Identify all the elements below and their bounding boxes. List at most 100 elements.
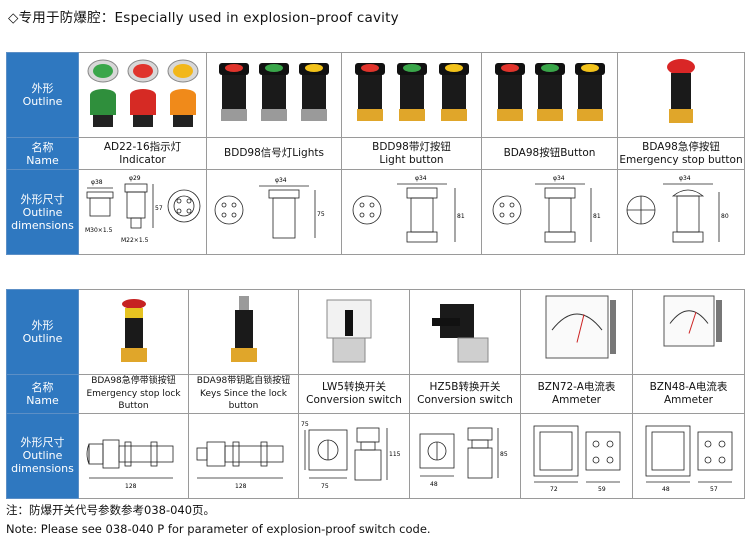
dim-label: φ38	[91, 179, 103, 186]
meter-body	[609, 300, 616, 354]
indicator-lamp-base	[172, 115, 193, 127]
page-heading: ◇专用于防爆腔：Especially used in explosion–pro…	[8, 10, 399, 26]
dim-label: φ29	[129, 175, 141, 182]
contact-block	[669, 109, 693, 123]
button-lens	[305, 64, 323, 72]
meter-scale	[669, 310, 708, 324]
contact-block	[496, 109, 523, 121]
indicator-lamp-body	[169, 95, 196, 115]
drawing-ad22-indicator: φ38 φ29 M30×1.5 M22×1.5 57	[78, 169, 207, 255]
contact-block	[261, 109, 287, 121]
dim-label: 128	[235, 483, 247, 490]
drawing-hz5b-switch: 48 85	[409, 412, 521, 499]
drawing-bda98-emergency-stop: φ34 80	[617, 169, 745, 255]
button-lens	[225, 64, 243, 72]
button-lens	[444, 64, 463, 72]
button-body	[124, 318, 143, 348]
indicator-lamp-lens	[92, 64, 113, 78]
indicator-lamp-body	[89, 95, 116, 115]
button-body	[262, 75, 286, 109]
drawing-key-lock-button: 128	[188, 412, 299, 499]
button-body	[222, 75, 246, 109]
contact-block	[356, 109, 383, 121]
drawing-bdd98-lights: φ34 75	[206, 169, 342, 255]
dim-label: 81	[593, 213, 601, 220]
drawing-bda98-button: φ34 81	[481, 169, 618, 255]
dim-label: 59	[598, 486, 606, 493]
dim-label: M30×1.5	[85, 227, 113, 234]
dim-label: 72	[550, 486, 558, 493]
button-lens	[265, 64, 283, 72]
name-bdd98-lights: BDD98信号灯Lights	[206, 137, 342, 170]
contact-block	[398, 109, 425, 121]
meter-needle	[576, 314, 584, 343]
photo-hz5b-switch	[409, 289, 521, 375]
dim-label: 57	[710, 486, 718, 493]
key	[238, 296, 249, 310]
contact-block	[230, 348, 257, 362]
photo-bzn48-ammeter	[632, 289, 745, 375]
dim-label: 80	[721, 213, 729, 220]
button-body	[577, 75, 602, 109]
button-lens	[402, 64, 421, 72]
contact-block	[536, 109, 563, 121]
dim-label: 57	[155, 205, 163, 212]
switch-body	[332, 337, 366, 363]
dim-label: 75	[321, 483, 329, 490]
dim-label: φ34	[679, 175, 691, 182]
dim-label: 75	[301, 421, 309, 428]
drawing-emergency-stop-lock: 128	[78, 412, 189, 499]
meter-scale	[551, 313, 602, 331]
switch-handle	[432, 318, 460, 326]
button-lens	[500, 64, 519, 72]
dim-label: φ34	[415, 175, 427, 182]
switch-body	[457, 337, 489, 363]
button-lens	[580, 64, 599, 72]
button-lens	[540, 64, 559, 72]
indicator-lamp-lens	[132, 64, 153, 78]
dim-label: 128	[125, 483, 137, 490]
dim-label: M22×1.5	[121, 237, 149, 244]
contact-block	[440, 109, 467, 121]
button-body	[537, 75, 562, 109]
button-body	[399, 75, 424, 109]
mushroom-head	[121, 299, 146, 309]
button-body	[441, 75, 466, 109]
name-bda98-button: BDA98按钮Button	[481, 137, 618, 170]
dim-label: 75	[317, 211, 325, 218]
drawing-lw5-switch: 75 75 115	[298, 412, 410, 499]
meter-face	[545, 295, 608, 359]
indicator-lamp-base	[92, 115, 113, 127]
note-chinese: 注：防爆开关代号参数参考038-040页。	[6, 503, 216, 517]
meter-body	[715, 300, 722, 342]
dim-label: 115	[389, 451, 401, 458]
switch-handle	[345, 310, 353, 336]
drawing-bdd98-light-button: φ34 81	[341, 169, 482, 255]
button-body	[357, 75, 382, 109]
contact-block	[301, 109, 327, 121]
photo-bda98-emergency-stop	[617, 52, 745, 138]
dim-label: 48	[430, 481, 438, 488]
dim-label: φ34	[275, 177, 287, 184]
button-body	[497, 75, 522, 109]
drawing-bzn72-ammeter: 72 59	[520, 412, 633, 499]
dim-label: φ34	[553, 175, 565, 182]
note-english: Note: Please see 038-040 P for parameter…	[6, 522, 431, 536]
indicator-lamp-body	[129, 95, 156, 115]
drawing-bzn48-ammeter: 48 57	[632, 412, 745, 499]
